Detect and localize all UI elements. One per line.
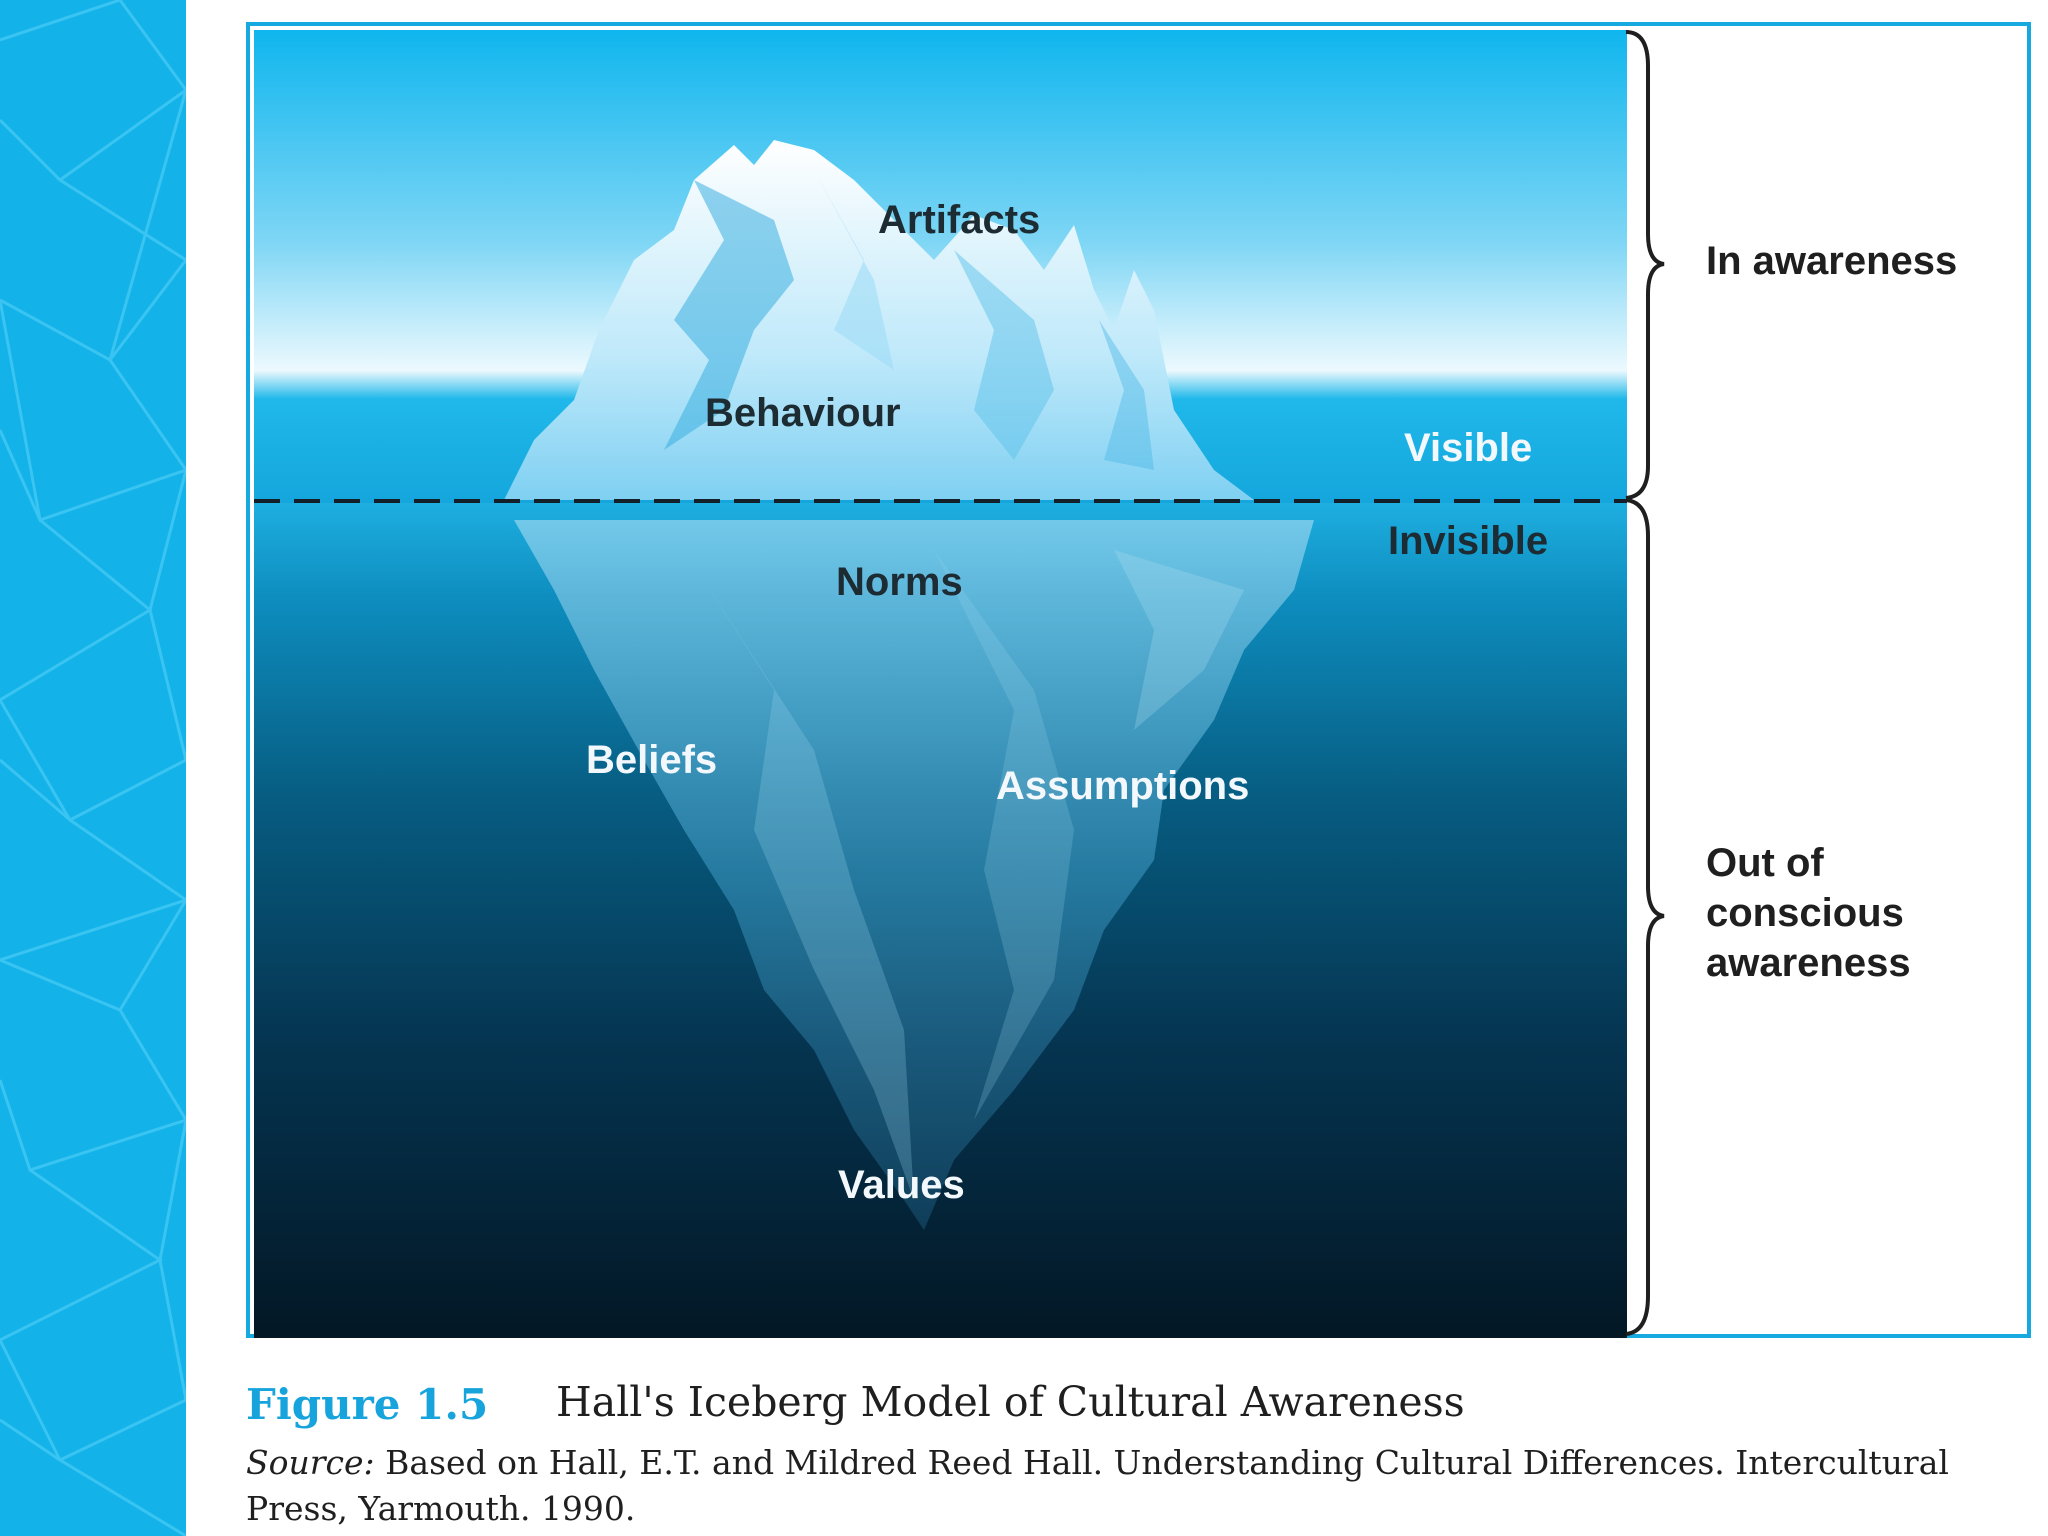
- source-text: Based on Hall, E.T. and Mildred Reed Hal…: [246, 1443, 1949, 1528]
- label-in-awareness: In awareness: [1706, 236, 1957, 286]
- figure-number: Figure 1.5: [246, 1380, 488, 1429]
- label-invisible: Invisible: [1388, 519, 1548, 564]
- label-norms: Norms: [836, 560, 963, 605]
- brace-out-of-awareness: [1626, 500, 1664, 1334]
- label-beliefs: Beliefs: [586, 738, 717, 783]
- triangle-pattern: [0, 0, 186, 1536]
- awareness-braces: [1618, 26, 1698, 1342]
- figure-source: Source: Based on Hall, E.T. and Mildred …: [246, 1440, 2006, 1532]
- label-artifacts: Artifacts: [878, 198, 1040, 243]
- label-out-line3: awareness: [1706, 938, 1911, 988]
- decorative-sidebar: [0, 0, 186, 1536]
- figure-title: Hall's Iceberg Model of Cultural Awarene…: [556, 1378, 1465, 1426]
- label-visible: Visible: [1404, 426, 1532, 471]
- label-values: Values: [838, 1163, 965, 1208]
- brace-in-awareness: [1626, 32, 1664, 498]
- figure-frame: Artifacts Behaviour Visible Invisible No…: [246, 22, 2031, 1338]
- label-behaviour: Behaviour: [705, 391, 901, 436]
- source-label: Source:: [246, 1443, 375, 1482]
- label-out-line1: Out of: [1706, 838, 1824, 888]
- label-assumptions: Assumptions: [996, 764, 1249, 809]
- label-out-line2: conscious: [1706, 888, 1904, 938]
